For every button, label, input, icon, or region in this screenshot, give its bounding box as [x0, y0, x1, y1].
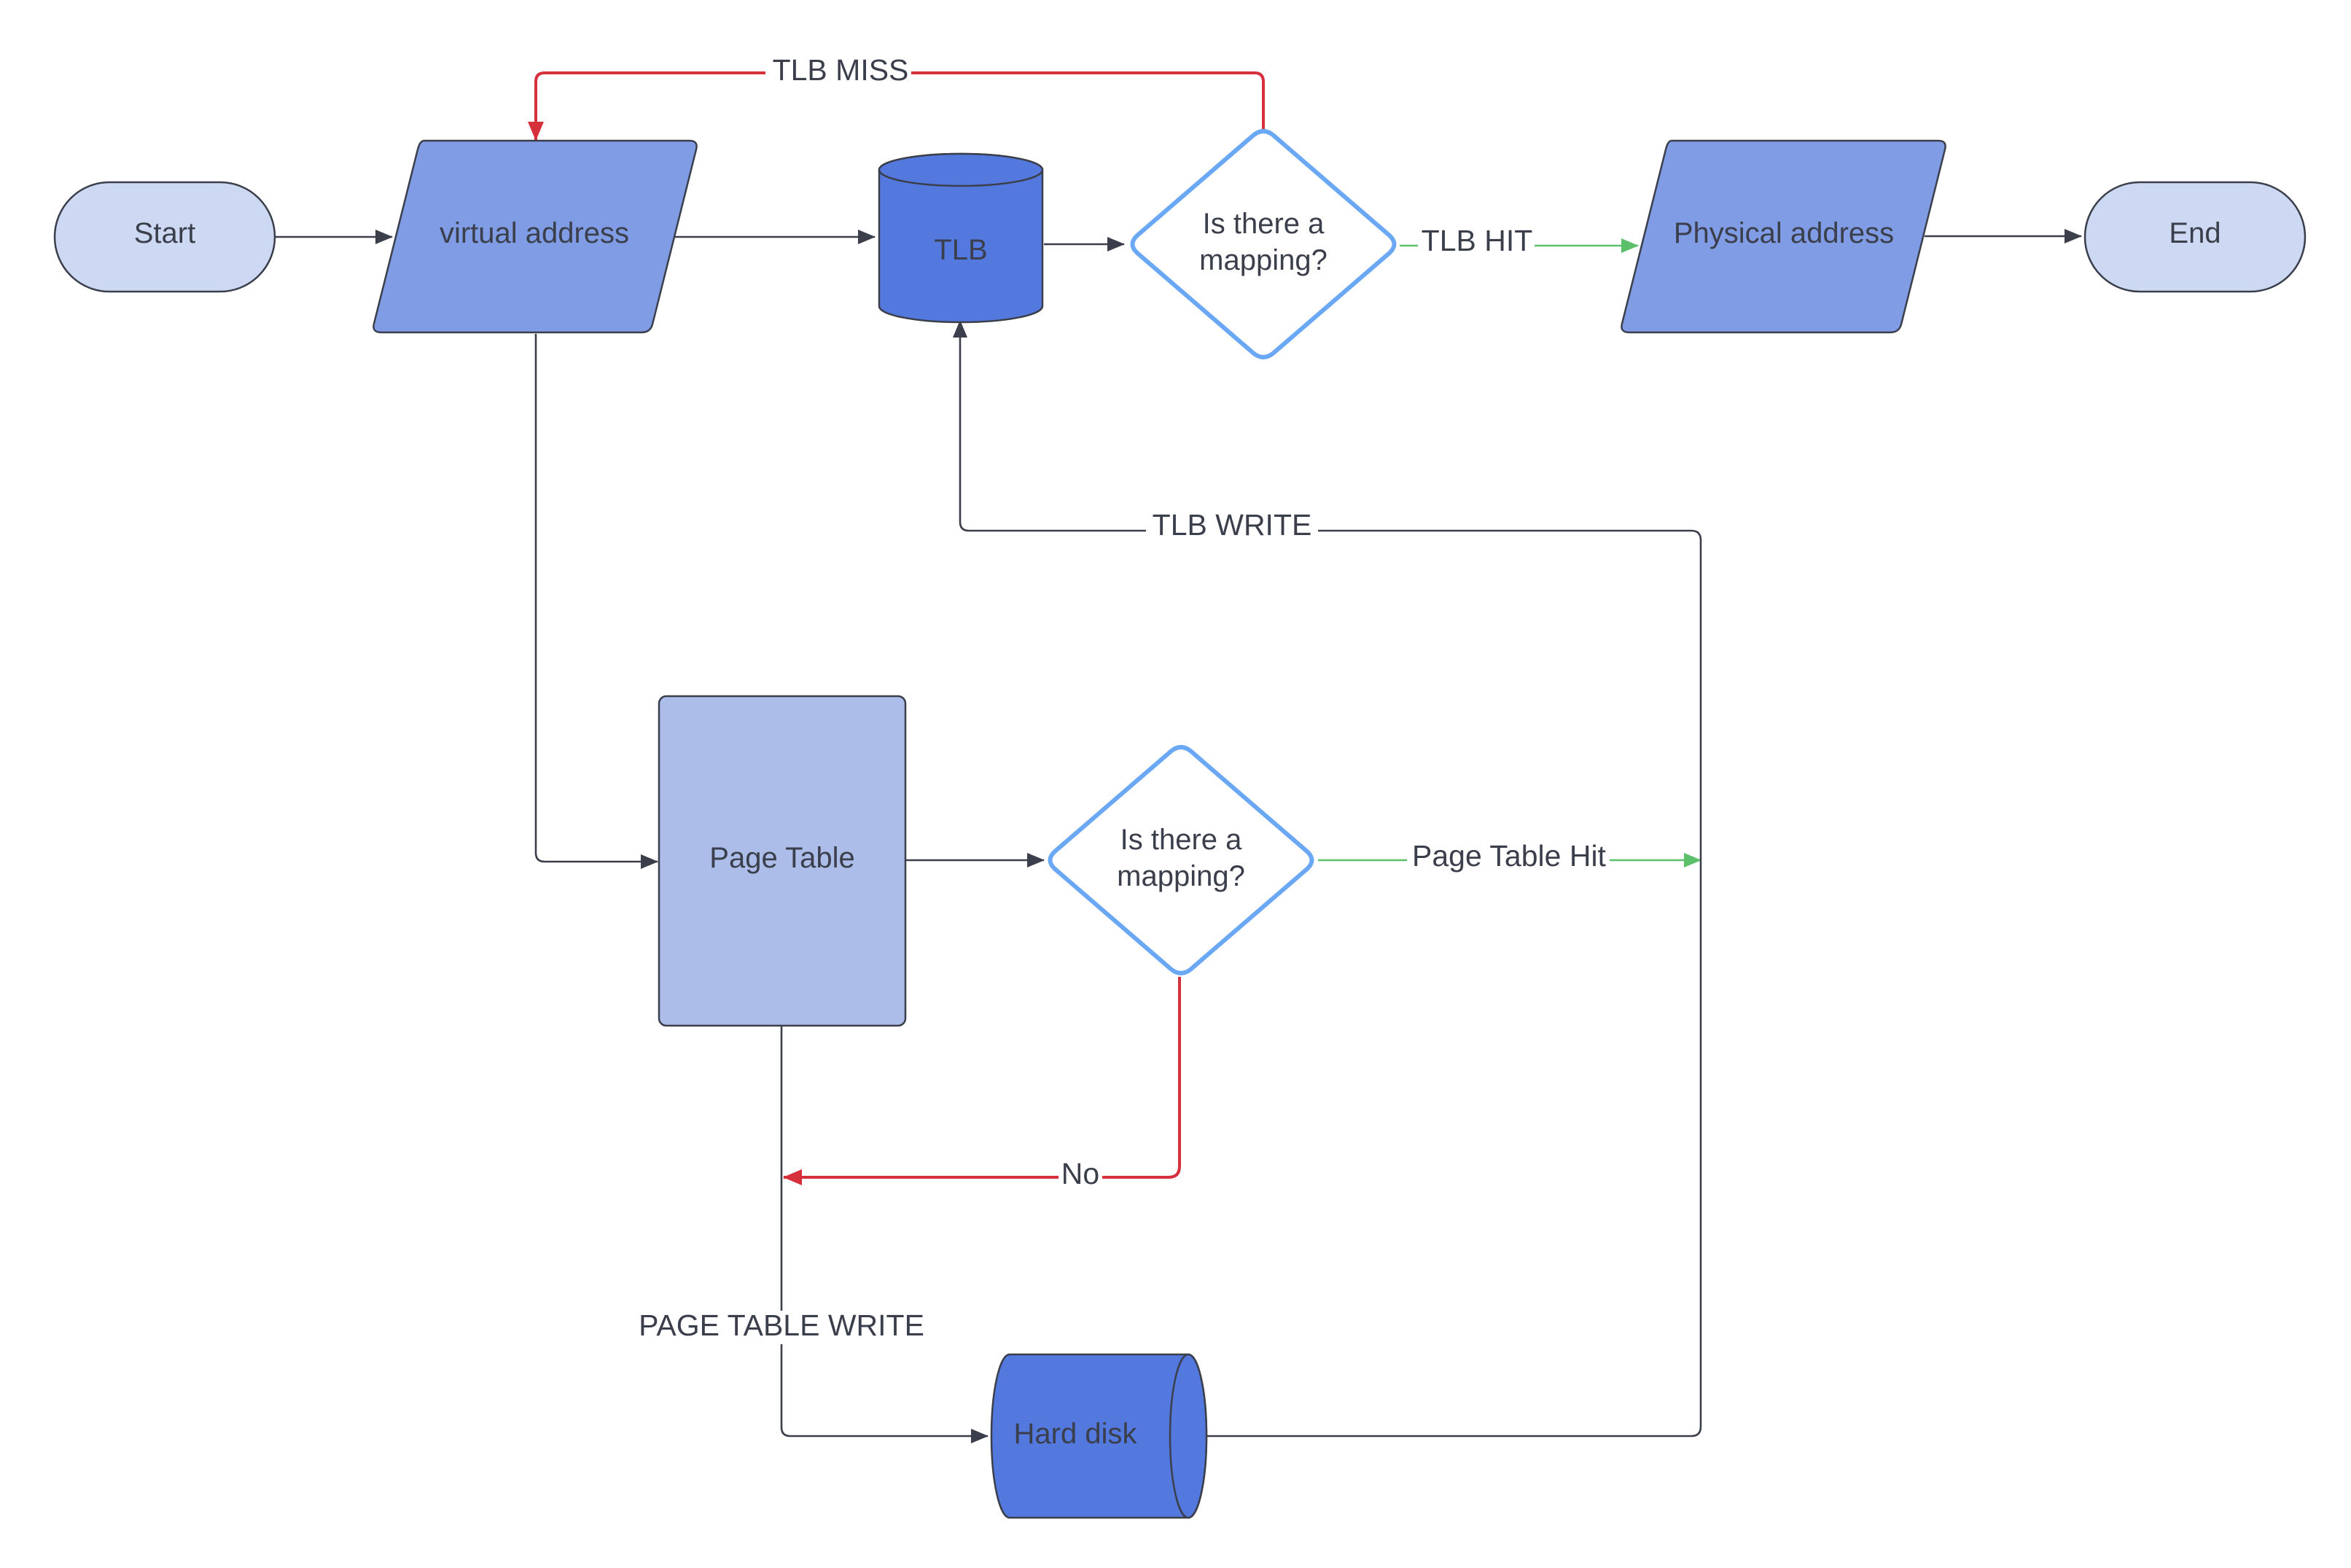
page-table-decision-node[interactable]: Is there a mapping? [1048, 745, 1314, 975]
start-node[interactable]: Start [53, 181, 276, 293]
tlb-decision-node[interactable]: Is there a mapping? [1130, 129, 1397, 359]
tlb-top-ellipse [878, 152, 1044, 187]
physical-address-shape [1621, 139, 1946, 334]
page-table-label: Page Table [709, 842, 854, 874]
tlb-write-label: TLB WRITE [1153, 508, 1312, 542]
page-table-write-label-bg [631, 1311, 932, 1344]
end-label: End [2169, 217, 2221, 249]
page-table-decision-shape [1048, 745, 1314, 975]
tlb-node[interactable]: TLB [878, 152, 1044, 324]
tlb-label: TLB [934, 234, 987, 266]
page-table-hit-label: Page Table Hit [1412, 839, 1607, 873]
hard-disk-node[interactable]: Hard disk [990, 1353, 1208, 1519]
tlb-decision-shape [1130, 129, 1397, 359]
hard-disk-end-ellipse [1169, 1353, 1208, 1519]
edge-virtual-address-to-page-table [534, 334, 658, 869]
page-table-write-label: PAGE TABLE WRITE [639, 1308, 924, 1342]
tlb-hit-label: TLB HIT [1422, 224, 1533, 257]
edge-labels: TLB MISS TLB HIT TLB WRITE Page Table Hi… [631, 53, 1610, 1344]
hard-disk-label: Hard disk [1014, 1418, 1138, 1450]
virtual-address-label: virtual address [440, 217, 629, 249]
no-label: No [1061, 1157, 1099, 1190]
no-label-bg [1058, 1159, 1102, 1193]
tlb-miss-label: TLB MISS [773, 53, 909, 87]
page-table-decision-label-line-2: mapping? [1117, 860, 1245, 892]
edge-no [783, 977, 1181, 1185]
tlb-hit-label-bg [1418, 226, 1535, 260]
edge-tlb-write [953, 320, 1702, 1438]
tlb-miss-label-bg [765, 55, 911, 89]
virtual-address-shape [373, 139, 698, 334]
tlb-decision-label-line-2: mapping? [1199, 244, 1327, 276]
edge-page-table-write [780, 1026, 989, 1443]
physical-address-label: Physical address [1674, 217, 1894, 249]
page-table-decision-label-line-1: Is there a [1120, 824, 1243, 856]
end-node[interactable]: End [2083, 181, 2307, 293]
start-shape [53, 181, 276, 293]
page-table-shape [658, 695, 907, 1027]
end-shape [2083, 181, 2307, 293]
tlb-decision-label-line-1: Is there a [1203, 208, 1325, 240]
physical-address-node[interactable]: Physical address [1621, 139, 1946, 334]
page-table-hit-label-bg [1407, 841, 1610, 875]
tlb-write-label-bg [1146, 512, 1318, 545]
virtual-address-node[interactable]: virtual address [373, 139, 698, 334]
page-table-node[interactable]: Page Table [658, 695, 907, 1027]
start-label: Start [134, 217, 195, 249]
